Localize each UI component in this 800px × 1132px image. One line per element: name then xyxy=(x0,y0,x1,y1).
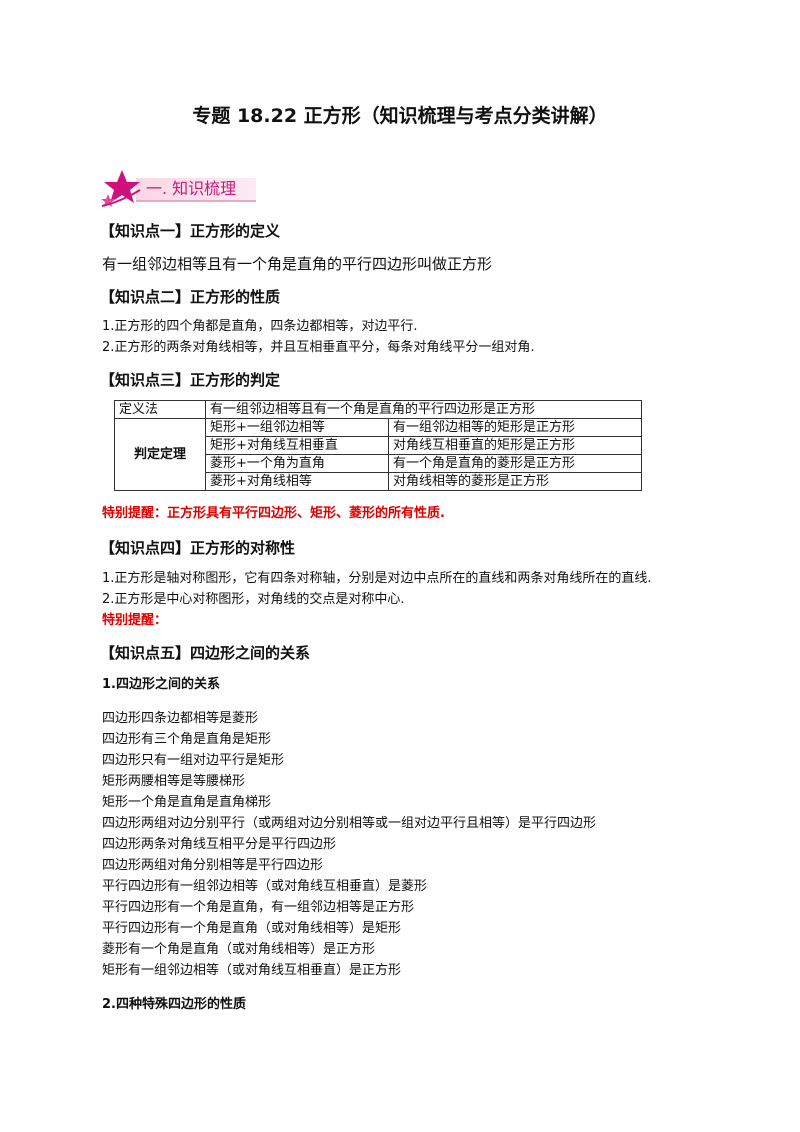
list-item: 四边形四条边都相等是菱形 xyxy=(102,711,259,726)
list-item: 矩形两腰相等是等腰梯形 xyxy=(102,774,246,789)
list-item: 四边形只有一组对边平行是矩形 xyxy=(102,753,285,768)
result-cell: 对角线互相垂直的矩形是正方形 xyxy=(388,436,642,455)
list-item: 平行四边形有一组邻边相等（或对角线互相垂直）是菱形 xyxy=(102,879,428,894)
cond-cell: 矩形+一组邻边相等 xyxy=(205,418,389,437)
page-title: 专题 18.22 正方形（知识梳理与考点分类讲解） xyxy=(192,105,608,127)
banner-bar xyxy=(136,178,256,202)
kp5-sub2: 2.四种特殊四边形的性质 xyxy=(102,997,246,1012)
list-item: 四边形两条对角线互相平分是平行四边形 xyxy=(102,837,337,852)
section-banner-label: 一. 知识梳理 xyxy=(146,179,237,198)
kp1-heading: 【知识点一】正方形的定义 xyxy=(100,222,281,240)
list-item: 四边形两组对边分别平行（或两组对边分别相等或一组对边平行且相等）是平行四边形 xyxy=(102,816,597,831)
table-row: 定义法 有一组邻边相等且有一个角是直角的平行四边形是正方形 xyxy=(114,400,642,419)
kp4-heading: 【知识点四】正方形的对称性 xyxy=(100,539,296,557)
kp4-item-2: 2.正方形是中心对称图形，对角线的交点是对称中心. xyxy=(102,592,405,607)
def-label-cell: 定义法 xyxy=(114,400,206,419)
def-text-cell: 有一组邻边相等且有一个角是直角的平行四边形是正方形 xyxy=(205,400,642,419)
result-cell: 有一个角是直角的菱形是正方形 xyxy=(388,454,642,473)
list-item: 菱形有一个角是直角（或对角线相等）是正方形 xyxy=(102,942,376,957)
kp2-item-1: 1.正方形的四个角都是直角，四条边都相等，对边平行. xyxy=(102,319,418,334)
kp5-sub1: 1.四边形之间的关系 xyxy=(102,677,220,692)
group-label-cell: 判定定理 xyxy=(114,418,206,491)
kp2-heading: 【知识点二】正方形的性质 xyxy=(100,288,281,306)
result-cell: 有一组邻边相等的矩形是正方形 xyxy=(388,418,642,437)
table-row: 判定定理 矩形+一组邻边相等 有一组邻边相等的矩形是正方形 xyxy=(114,418,642,491)
list-item: 矩形一个角是直角是直角梯形 xyxy=(102,795,272,810)
list-item: 矩形有一组邻边相等（或对角线互相垂直）是正方形 xyxy=(102,963,402,978)
kp4-reminder: 特别提醒： xyxy=(102,613,168,628)
kp2-item-2: 2.正方形的两条对角线相等，并且互相垂直平分，每条对角线平分一组对角. xyxy=(102,340,535,355)
criteria-table: 定义法 有一组邻边相等且有一个角是直角的平行四边形是正方形 判定定理 矩形+一组… xyxy=(114,400,642,491)
list-item: 平行四边形有一个角是直角，有一组邻边相等是正方形 xyxy=(102,900,415,915)
star-icon xyxy=(101,170,141,207)
cond-cell: 菱形+一个角为直角 xyxy=(205,454,389,473)
kp4-item-1: 1.正方形是轴对称图形，它有四条对称轴，分别是对边中点所在的直线和两条对角线所在… xyxy=(102,571,652,586)
list-item: 四边形两组对角分别相等是平行四边形 xyxy=(102,858,324,873)
list-item: 四边形有三个角是直角是矩形 xyxy=(102,732,272,747)
kp1-text: 有一组邻边相等且有一个角是直角的平行四边形叫做正方形 xyxy=(102,255,493,273)
result-cell: 对角线相等的菱形是正方形 xyxy=(388,472,642,491)
table-row: 菱形+对角线相等 对角线相等的菱形是正方形 xyxy=(115,472,642,491)
kp3-heading: 【知识点三】正方形的判定 xyxy=(100,371,281,389)
cond-cell: 矩形+对角线互相垂直 xyxy=(205,436,389,455)
kp5-heading: 【知识点五】四边形之间的关系 xyxy=(100,644,311,662)
list-item: 平行四边形有一个角是直角（或对角线相等）是矩形 xyxy=(102,921,402,936)
kp3-reminder: 特别提醒：正方形具有平行四边形、矩形、菱形的所有性质. xyxy=(102,506,445,521)
section-banner: 一. 知识梳理 xyxy=(100,168,270,208)
table-row: 菱形+一个角为直角 有一个角是直角的菱形是正方形 xyxy=(115,454,642,473)
cond-cell: 菱形+对角线相等 xyxy=(205,472,389,491)
